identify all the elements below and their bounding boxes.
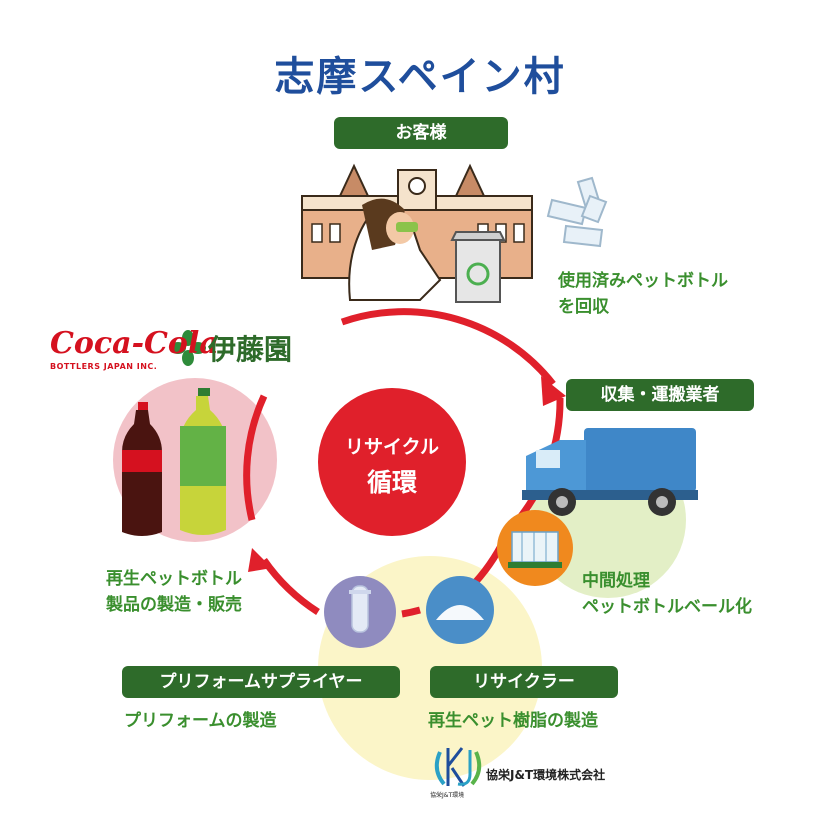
truck-illustration: [522, 428, 698, 516]
bottler-desc-line1: 再生ペットボトル: [106, 569, 242, 589]
arrow-head-collector: [541, 376, 566, 406]
preform-illustration: [324, 576, 396, 648]
intermediate-desc: 中間処理 ペットボトルベール化: [582, 568, 752, 620]
itoen-logo-text: 伊藤園: [208, 333, 293, 366]
cocacola-logo: Coca-Cola: [50, 326, 219, 361]
customer-desc-line2: を回収: [558, 297, 609, 317]
itoen-leaf-icon: [170, 330, 206, 366]
kj-company-name: 協栄J&T環境株式会社: [486, 768, 606, 782]
used-bottles-illustration: [546, 176, 608, 248]
center-line2: 循環: [366, 468, 417, 497]
woman-illustration: [348, 198, 442, 301]
preform-desc: プリフォームの製造: [124, 711, 277, 731]
cocacola-subtitle: BOTTLERS JAPAN INC.: [50, 362, 158, 371]
customer-desc-line1: 使用済みペットボトル: [558, 271, 728, 291]
resin-illustration: [426, 576, 494, 644]
kj-logo-caption: 協栄J&T環境: [430, 792, 465, 799]
page-title: 志摩スペイン村: [274, 54, 566, 100]
bottler-desc-line2: 製品の製造・販売: [106, 595, 242, 615]
product-bottles-illustration: [122, 388, 226, 536]
bottler-desc: 再生ペットボトル 製品の製造・販売: [106, 566, 242, 618]
kj-logo-mark: [434, 747, 482, 787]
recycler-desc: 再生ペット樹脂の製造: [428, 711, 598, 731]
customer-desc: 使用済みペットボトル を回収: [558, 268, 728, 320]
intermediate-desc-line1: 中間処理: [582, 571, 650, 591]
collector-label: 収集・運搬業者: [566, 379, 754, 411]
preform-label: プリフォームサプライヤー: [122, 666, 400, 698]
customer-label: お客様: [334, 117, 508, 149]
arrow-head-bottler: [248, 548, 272, 572]
center-cycle-badge: リサイクル 循環: [318, 388, 466, 536]
recycle-bin-illustration: [450, 231, 506, 303]
recycler-label: リサイクラー: [430, 666, 618, 698]
bale-illustration: [497, 510, 573, 586]
center-line1: リサイクル: [344, 436, 440, 458]
intermediate-desc-line2: ペットボトルベール化: [582, 597, 752, 617]
